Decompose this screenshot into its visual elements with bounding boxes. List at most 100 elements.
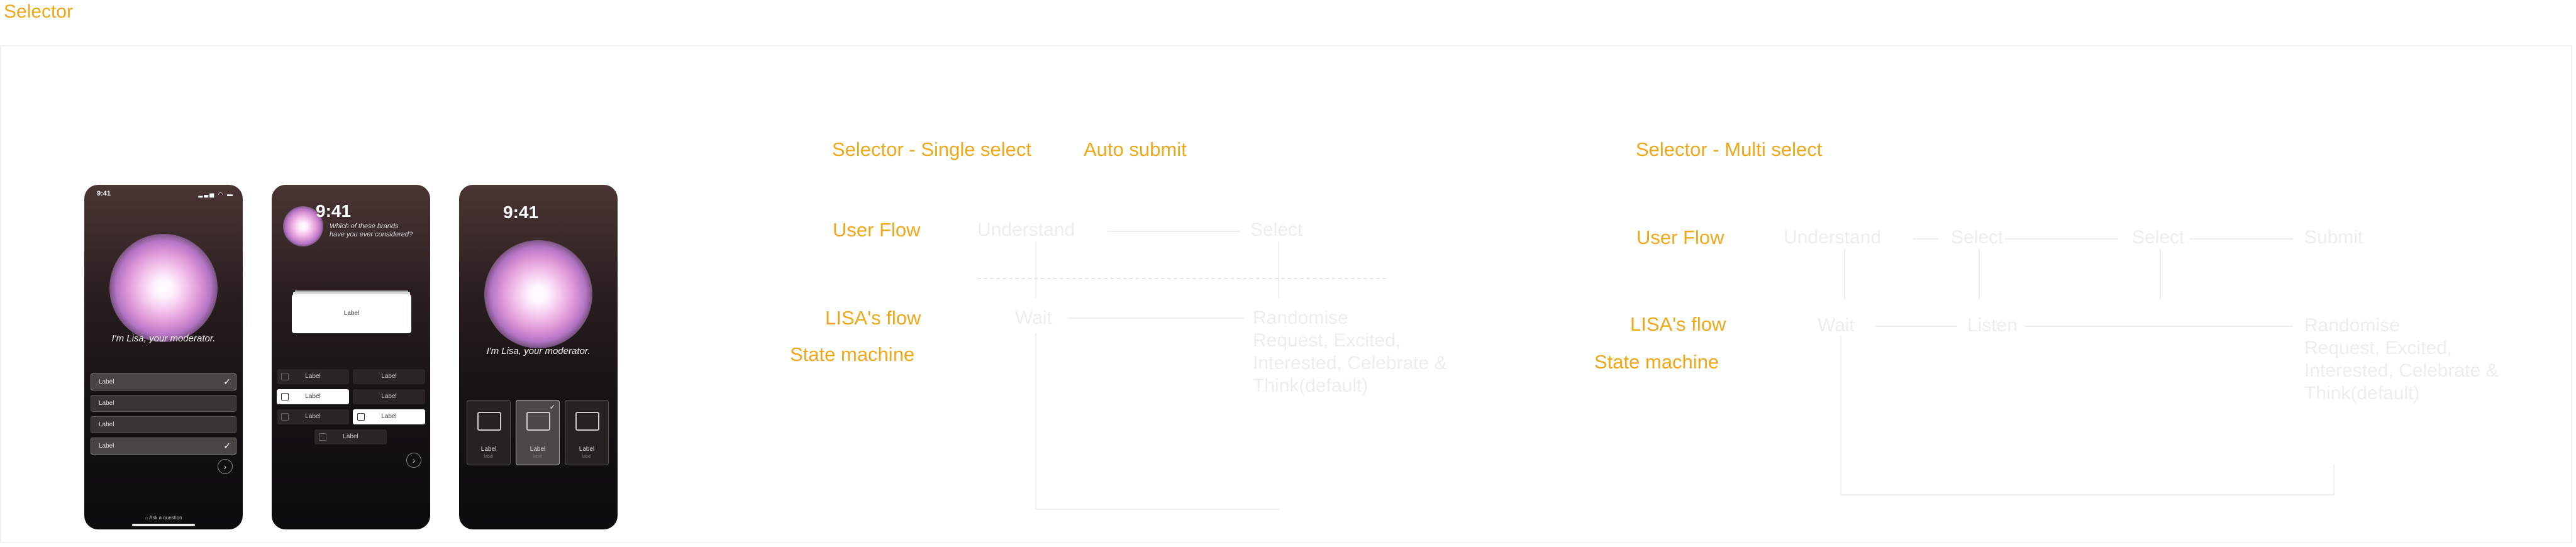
ask-question-link[interactable]: ⌂ Ask a question: [145, 515, 182, 521]
flow-connector: [2005, 238, 2118, 240]
grid-option[interactable]: Label: [277, 389, 349, 404]
randomise-line: Interested, Celebrate &: [1253, 353, 1447, 373]
home-indicator: [132, 524, 195, 526]
question-line: have you ever considered?: [330, 231, 413, 238]
flow-connector: [2190, 238, 2294, 240]
status-time: 9:41: [97, 190, 111, 197]
flow-connector: [1068, 318, 1244, 319]
option-label: Label: [99, 400, 114, 407]
option-row[interactable]: Label: [91, 395, 236, 412]
option-label: Label: [99, 421, 114, 428]
single-state-machine-label: State machine: [790, 343, 915, 365]
checkbox-icon: [281, 373, 289, 380]
randomise-line: Think(default): [2304, 383, 2420, 404]
randomise-line: Randomise: [1253, 307, 1348, 328]
check-icon: ✓: [223, 441, 231, 451]
next-button[interactable]: ›: [218, 459, 233, 474]
randomise-line: Interested, Celebrate &: [2304, 360, 2499, 381]
multi-select-title: Selector - Multi select: [1636, 138, 1823, 160]
multi-state-machine-label: State machine: [1594, 351, 1719, 373]
status-time: 9:41: [503, 202, 539, 222]
moderator-text: I'm Lisa, your moderator.: [111, 333, 216, 344]
single-select-title: Selector - Single select: [832, 138, 1032, 160]
image-icon: [477, 412, 501, 431]
loop-connector: [2333, 464, 2334, 495]
grid-option[interactable]: Label: [353, 369, 425, 384]
phone-grid-selector: 9:41 Which of these brands have you ever…: [272, 185, 430, 529]
flow-connector: [1979, 249, 1980, 299]
multi-lisa-flow-label: LISA's flow: [1630, 313, 1726, 335]
lisa-orb-small: [283, 206, 323, 246]
randomise-line: Request, Excited,: [2304, 338, 2453, 358]
image-option-card[interactable]: ✓ Label label: [516, 400, 560, 465]
multi-user-flow-label: User Flow: [1636, 226, 1724, 248]
loop-connector: [1035, 509, 1279, 510]
flow-connector: [2160, 249, 2161, 299]
image-icon: [526, 412, 550, 431]
status-icons: ▂▃▅ ◠ ▬: [198, 191, 234, 197]
single-user-flow-label: User Flow: [833, 219, 921, 241]
auto-submit-divider: [977, 278, 1386, 279]
card-sublabel: label: [582, 455, 592, 459]
card-label: Label: [579, 446, 595, 453]
grid-option[interactable]: Label: [353, 389, 425, 404]
grid-option-label: Label: [305, 393, 321, 400]
checkbox-icon: [319, 433, 326, 441]
selected-card[interactable]: Label: [292, 294, 411, 333]
card-sublabel: label: [484, 455, 494, 459]
status-time: 9:41: [316, 201, 352, 221]
randomise-line: Request, Excited,: [1253, 330, 1401, 351]
flow-connector: [1278, 241, 1279, 298]
grid-option-label: Label: [343, 433, 358, 440]
card-label: Label: [530, 446, 546, 453]
option-row[interactable]: Label: [91, 416, 236, 433]
grid-option-label: Label: [381, 413, 397, 420]
multi-select-node-2: Select: [2132, 227, 2185, 248]
option-label: Label: [99, 443, 114, 450]
loop-connector: [1035, 333, 1036, 510]
grid-option[interactable]: Label: [353, 409, 425, 424]
multi-understand-node: Understand: [1784, 227, 1882, 248]
grid-option[interactable]: Label: [277, 369, 349, 384]
check-icon: ✓: [549, 404, 555, 411]
flow-connector: [1844, 249, 1845, 299]
flow-connector: [1108, 231, 1240, 232]
loop-connector: [1840, 336, 1841, 495]
option-label: Label: [99, 378, 114, 385]
checkbox-icon: [357, 413, 365, 421]
option-row[interactable]: Label ✓: [91, 438, 236, 455]
single-understand-node: Understand: [977, 219, 1075, 240]
single-select-node: Select: [1250, 219, 1303, 240]
checkbox-icon: [281, 413, 289, 421]
multi-submit-node: Submit: [2304, 227, 2363, 248]
check-icon: ✓: [223, 377, 231, 387]
grid-option[interactable]: Label: [314, 429, 387, 445]
flow-connector: [2025, 326, 2293, 327]
phone-list-selector: 9:41 ▂▃▅ ◠ ▬ I'm Lisa, your moderator. L…: [84, 185, 243, 529]
question-line: Which of these brands: [330, 223, 399, 230]
single-wait-node: Wait: [1015, 307, 1052, 328]
next-button[interactable]: ›: [406, 453, 421, 468]
grid-option[interactable]: Label: [277, 409, 349, 424]
image-icon: [575, 412, 599, 431]
multi-wait-node: Wait: [1818, 315, 1855, 336]
image-option-card[interactable]: Label label: [467, 400, 511, 465]
question-text: Which of these brands have you ever cons…: [330, 223, 413, 239]
loop-connector: [1840, 494, 2334, 495]
randomise-line: Randomise: [2304, 315, 2400, 336]
grid-option-label: Label: [381, 373, 397, 380]
selector-frame: 9:41 ▂▃▅ ◠ ▬ I'm Lisa, your moderator. L…: [0, 45, 2572, 543]
grid-option-label: Label: [305, 413, 321, 420]
multi-randomise-node: Randomise Request, Excited, Interested, …: [2304, 314, 2499, 405]
checkbox-icon: [281, 393, 289, 401]
lisa-orb: [109, 234, 218, 342]
flow-connector: [1913, 238, 1938, 240]
card-label: Label: [343, 310, 360, 317]
image-option-card[interactable]: Label label: [565, 400, 609, 465]
grid-option-label: Label: [305, 373, 321, 380]
flow-connector: [1875, 326, 1957, 327]
option-row[interactable]: Label ✓: [91, 373, 236, 390]
phone-image-selector: 9:41 I'm Lisa, your moderator. Label lab…: [459, 185, 618, 529]
multi-listen-node: Listen: [1967, 315, 2018, 336]
grid-option-label: Label: [381, 393, 397, 400]
